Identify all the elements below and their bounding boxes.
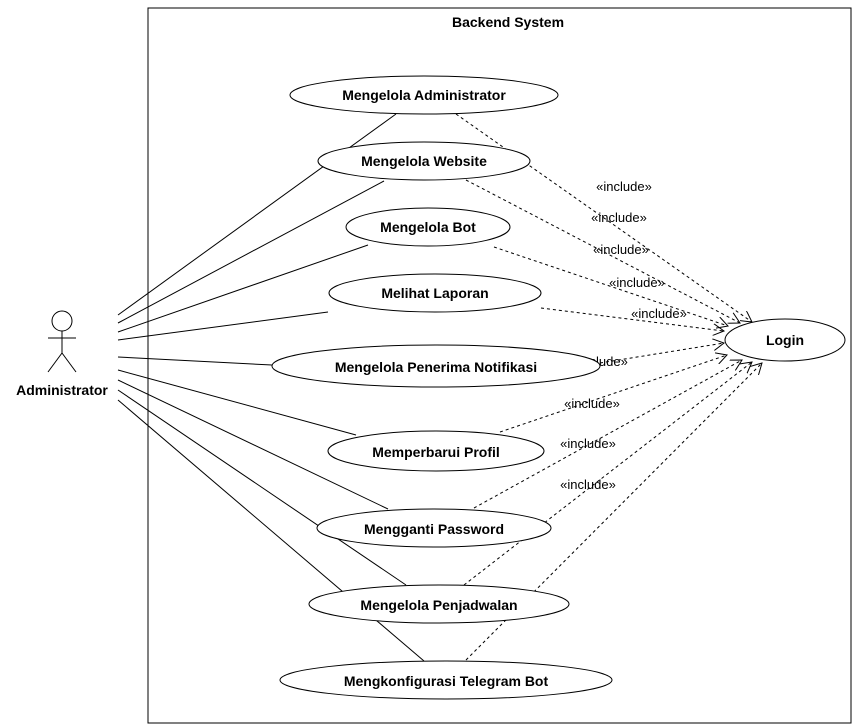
system-boundary — [147, 7, 852, 724]
svg-text:Mengelola Penjadwalan: Mengelola Penjadwalan — [360, 597, 517, 613]
assoc-mengelola-penerima-notifikasi — [117, 356, 273, 366]
svg-text:Mengelola Website: Mengelola Website — [361, 153, 487, 169]
include-line-penjadwalan — [463, 362, 752, 586]
include-label: «include» — [560, 436, 616, 451]
actor-head — [51, 310, 73, 332]
assoc-mengganti-password — [117, 379, 389, 510]
svg-text:Memperbarui Profil: Memperbarui Profil — [372, 444, 500, 460]
use-case-mengelola-penerima-notifikasi[interactable]: Mengelola Penerima Notifikasi — [271, 344, 601, 388]
include-line-telegram — [465, 363, 762, 661]
actor-administrator: Administrator — [16, 310, 108, 398]
svg-text:Mengelola Penerima Notifikasi: Mengelola Penerima Notifikasi — [335, 359, 537, 375]
include-label: «include» — [596, 179, 652, 194]
use-case-melihat-laporan[interactable]: Melihat Laporan — [328, 273, 542, 313]
use-case-mengelola-penjadwalan[interactable]: Mengelola Penjadwalan — [308, 584, 570, 624]
assoc-mengelola-penjadwalan — [117, 389, 407, 586]
include-label: «include» — [593, 242, 649, 257]
use-case-memperbarui-profil[interactable]: Memperbarui Profil — [327, 430, 545, 472]
use-case-mengelola-bot[interactable]: Mengelola Bot — [345, 207, 511, 247]
system-title: Backend System — [452, 14, 564, 30]
svg-text:Melihat Laporan: Melihat Laporan — [381, 285, 488, 301]
actor-left-leg — [47, 352, 63, 373]
use-case-mengelola-website[interactable]: Mengelola Website — [317, 141, 531, 181]
assoc-mengelola-bot — [117, 244, 369, 333]
svg-text:Login: Login — [766, 332, 804, 348]
svg-text:Mengelola Bot: Mengelola Bot — [380, 219, 476, 235]
use-cases: Mengelola Administrator Mengelola Websit… — [271, 75, 846, 700]
include-label: «include» — [560, 477, 616, 492]
use-case-mengkonfigurasi-telegram-bot[interactable]: Mengkonfigurasi Telegram Bot — [279, 660, 613, 700]
include-label: «include» — [564, 396, 620, 411]
actor-right-leg — [61, 352, 77, 373]
include-line-notifikasi — [599, 343, 724, 364]
include-line-profil — [499, 355, 727, 433]
include-label: «include» — [609, 275, 665, 290]
include-line-laporan — [540, 307, 724, 331]
actor-label: Administrator — [16, 382, 108, 398]
include-label: «include» — [591, 210, 647, 225]
svg-text:Mengkonfigurasi Telegram Bot: Mengkonfigurasi Telegram Bot — [344, 673, 549, 689]
include-label: «include» — [631, 306, 687, 321]
svg-text:Mengelola Administrator: Mengelola Administrator — [342, 87, 506, 103]
use-case-login[interactable]: Login — [724, 318, 846, 362]
include-dependencies — [455, 113, 762, 661]
use-case-mengelola-administrator[interactable]: Mengelola Administrator — [289, 75, 559, 115]
assoc-mengelola-website — [117, 180, 385, 324]
include-labels: «include» «include» «include» «include» … — [560, 179, 687, 492]
svg-text:Mengganti Password: Mengganti Password — [364, 521, 504, 537]
include-line-bot — [493, 246, 728, 326]
associations — [117, 113, 425, 662]
assoc-melihat-laporan — [117, 311, 329, 341]
use-case-mengganti-password[interactable]: Mengganti Password — [316, 508, 552, 548]
assoc-memperbarui-profil — [117, 369, 357, 436]
